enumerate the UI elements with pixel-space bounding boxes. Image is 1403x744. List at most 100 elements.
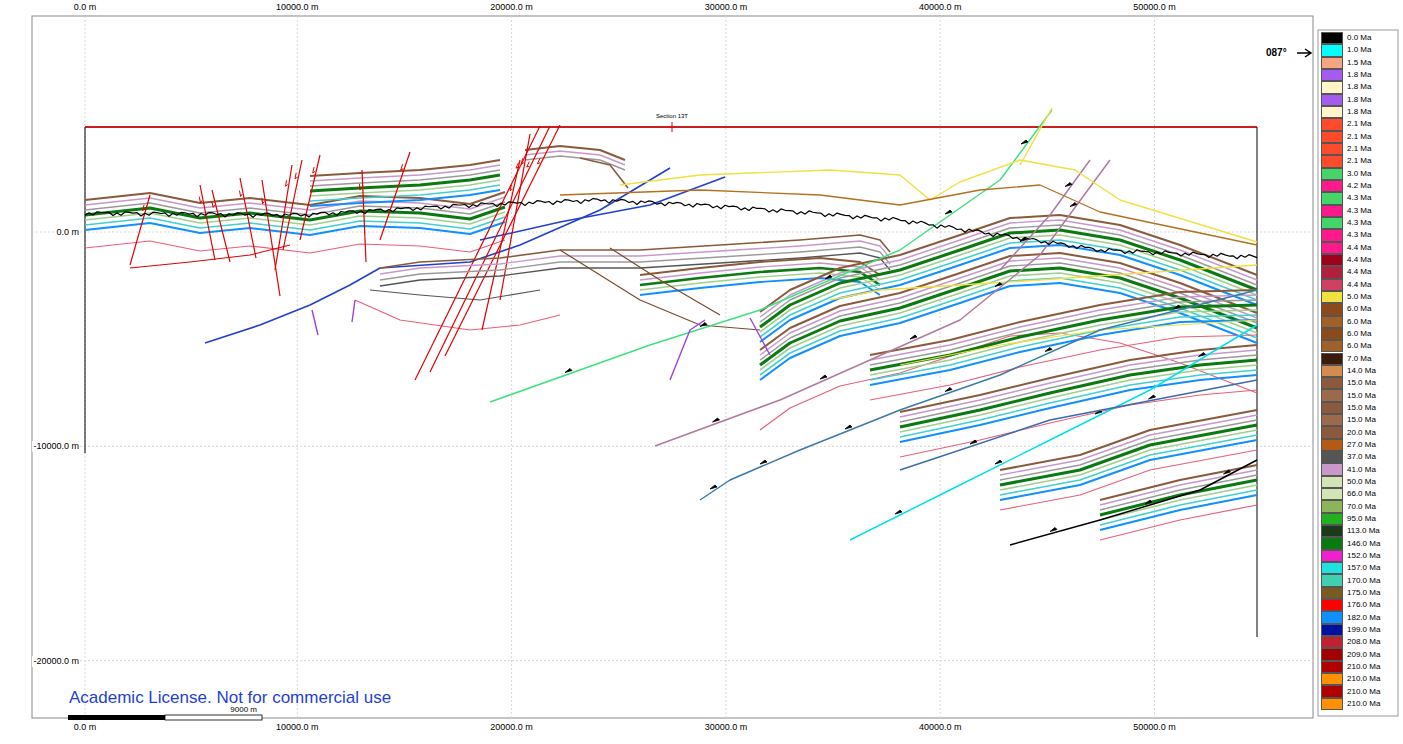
legend-swatch (1321, 192, 1343, 204)
slip-arrow (910, 335, 917, 339)
slip-arrow (1199, 353, 1206, 357)
strata-line (1000, 440, 1257, 500)
legend-swatch (1321, 44, 1343, 56)
legend-swatch (1321, 488, 1343, 500)
legend-swatch (1321, 229, 1343, 241)
slip-arrow (995, 460, 1002, 464)
grid-line (511, 16, 512, 718)
slip-arrow (945, 388, 952, 392)
legend-swatch (1321, 291, 1343, 303)
strata-line (1100, 505, 1257, 540)
horizon-line (830, 265, 1257, 300)
legend-label: 4.3 Ma (1347, 230, 1371, 240)
axis-label: 0.0 m (55, 227, 80, 238)
legend-label: 1.8 Ma (1347, 70, 1371, 80)
slip-arrow (820, 375, 827, 379)
legend-label: 14.0 Ma (1347, 366, 1376, 376)
legend-swatch (1321, 513, 1343, 525)
legend-label: 170.0 Ma (1347, 576, 1380, 586)
slip-arrow (895, 510, 902, 514)
legend-swatch (1321, 562, 1343, 574)
normal-fault (362, 170, 366, 262)
legend-label: 27.0 Ma (1347, 440, 1376, 450)
legend-frame (1318, 30, 1398, 716)
strata-line (1000, 420, 1257, 480)
fault-arrow (527, 162, 530, 167)
legend-label: 95.0 Ma (1347, 514, 1376, 524)
legend-label: 1.5 Ma (1347, 58, 1371, 68)
axis-label: 10000.0 m (275, 722, 320, 733)
legend-label: 208.0 Ma (1347, 637, 1380, 647)
fault-arrow (510, 185, 512, 191)
strata-line (1000, 410, 1257, 470)
legend-swatch (1321, 180, 1343, 192)
legend-swatch (1321, 648, 1343, 660)
horizon-line (525, 156, 625, 170)
legend-swatch (1321, 550, 1343, 562)
legend-label: 157.0 Ma (1347, 563, 1380, 573)
legend-label: 175.0 Ma (1347, 588, 1380, 598)
grid-line (32, 660, 1313, 661)
fault-arrow (313, 167, 315, 173)
legend-label: 41.0 Ma (1347, 465, 1376, 475)
axis-label: 50000.0 m (1132, 2, 1177, 13)
legend-swatch (1321, 451, 1343, 463)
legend-swatch (1321, 254, 1343, 266)
slip-arrow (713, 418, 720, 422)
azimuth-arrow (1297, 49, 1311, 57)
legend-label: 66.0 Ma (1347, 489, 1376, 499)
legend-swatch (1321, 242, 1343, 254)
slip-arrow (1045, 348, 1052, 352)
legend-swatch (1321, 673, 1343, 685)
minor-fault (312, 310, 318, 335)
legend-label: 37.0 Ma (1347, 452, 1376, 462)
strata-line (1100, 485, 1257, 520)
legend-swatch (1321, 525, 1343, 537)
axis-label: -10000.0 m (32, 441, 80, 452)
legend-label: 4.3 Ma (1347, 218, 1371, 228)
normal-fault (380, 152, 410, 240)
axis-label: 30000.0 m (704, 2, 749, 13)
strata-line (310, 175, 500, 191)
axis-label: 0.0 m (73, 722, 98, 733)
legend-label: 0.0 Ma (1347, 33, 1371, 43)
normal-fault (200, 185, 215, 260)
legend-swatch (1321, 365, 1343, 377)
fault-arrow (537, 158, 540, 163)
legend-swatch (1321, 439, 1343, 451)
legend-swatch (1321, 279, 1343, 291)
strata-line (85, 222, 505, 235)
thrust-fault (1010, 460, 1257, 545)
strata-line (1100, 490, 1257, 525)
legend-swatch (1321, 328, 1343, 340)
slip-arrow (845, 425, 852, 429)
legend-label: 1.0 Ma (1347, 45, 1371, 55)
strata-line (760, 283, 1257, 380)
legend-label: 4.4 Ma (1347, 267, 1371, 277)
legend-swatch (1321, 574, 1343, 586)
legend-label: 146.0 Ma (1347, 539, 1380, 549)
strata-line (310, 180, 500, 196)
section-name: Section 13T (655, 112, 689, 120)
legend-swatch (1321, 500, 1343, 512)
normal-fault (212, 190, 230, 262)
legend-swatch (1321, 414, 1343, 426)
legend-swatch (1321, 266, 1343, 278)
fault-arrow (142, 205, 144, 211)
legend-label: 50.0 Ma (1347, 477, 1376, 487)
legend-swatch (1321, 94, 1343, 106)
legend-swatch (1321, 106, 1343, 118)
horizon-line (560, 185, 1257, 245)
fault-arrow (199, 197, 202, 203)
slip-arrow (1070, 203, 1077, 207)
legend-label: 6.0 Ma (1347, 304, 1371, 314)
slip-arrow (1021, 140, 1028, 144)
horizon-line (580, 158, 628, 188)
legend-swatch (1321, 69, 1343, 81)
legend-swatch (1321, 698, 1343, 710)
minor-fault (352, 300, 355, 322)
legend-label: 2.1 Ma (1347, 144, 1371, 154)
legend-label: 4.4 Ma (1347, 255, 1371, 265)
legend-label: 210.0 Ma (1347, 674, 1380, 684)
axis-label: -20000.0 m (32, 656, 80, 667)
